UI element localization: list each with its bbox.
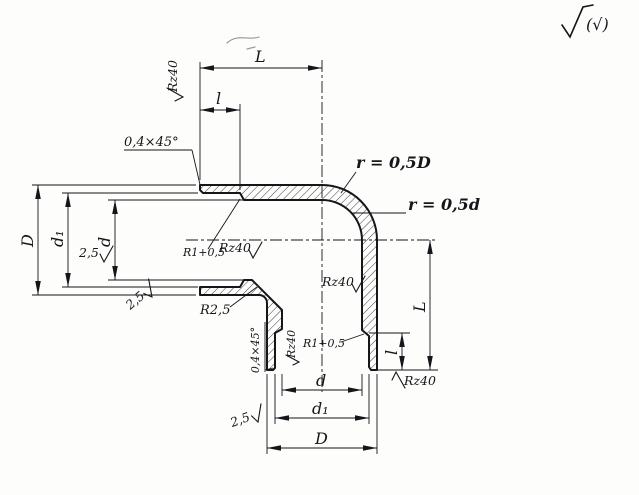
- dim-label-d1-left: d₁: [48, 230, 67, 247]
- roughness-value: 2,5: [78, 245, 99, 260]
- roughness-check-icon: [248, 241, 263, 260]
- socket-fillet-note-bottom: R1+0,5: [302, 337, 345, 350]
- general-roughness-mark: (√): [561, 4, 609, 39]
- roughness-value: 2,5: [122, 288, 148, 313]
- extension-lines: [32, 62, 438, 454]
- corner-fillet-note: R2,5: [199, 303, 230, 318]
- elbow-section: [199, 184, 378, 371]
- inner-radius-note: r = 0,5d: [408, 195, 480, 214]
- chamfer-note-top: 0,4×45°: [124, 135, 179, 150]
- corner-fillet-leader: [229, 286, 258, 308]
- roughness-mark-ra25-left: 2,5: [78, 245, 114, 264]
- inner-wall-section: [199, 279, 283, 371]
- roughness-check-icon: [250, 403, 262, 424]
- dim-label-d-left: d: [95, 237, 114, 247]
- roughness-value: Rz40: [285, 330, 298, 359]
- chamfer-note-bottom-leader: [264, 367, 274, 371]
- dim-label-l-right: l: [382, 350, 401, 355]
- roughness-marks: Rz40 Rz40 Rz40 Rz40 Rz40 2,5 2,5: [78, 60, 436, 430]
- roughness-check-icon: [351, 275, 366, 294]
- roughness-check-icon: [143, 278, 153, 298]
- roughness-check-icon: [166, 87, 185, 102]
- roughness-check-icon: [285, 354, 301, 366]
- roughness-check-icon: [99, 245, 114, 264]
- roughness-value: Rz40: [218, 240, 251, 255]
- outer-radius-note: r = 0,5D: [356, 153, 431, 172]
- socket-fillet-leader-left: [207, 198, 241, 250]
- dim-label-L-right: L: [410, 301, 429, 313]
- outer-wall-section: [199, 184, 378, 371]
- outer-radius-leader: [340, 171, 357, 194]
- roughness-value: Rz40: [165, 60, 180, 93]
- dimension-labels: L l D d₁ d L l d d₁ D: [18, 47, 429, 448]
- socket-fillet-leader-bottom: [340, 333, 365, 343]
- general-roughness-suffix: (√): [586, 15, 609, 34]
- chamfer-note-bottom: 0,4×45°: [249, 327, 262, 373]
- roughness-value: Rz40: [321, 274, 354, 289]
- centerlines: [186, 60, 438, 392]
- roughness-mark-rz40-bottom-face: Rz40: [391, 370, 436, 389]
- dim-label-d-bottom: d: [316, 371, 326, 390]
- dimension-lines: [35, 65, 433, 451]
- roughness-mark-ra25-outer-bottom: 2,5: [122, 278, 153, 313]
- socket-fillet-note-left: R1+0,5: [182, 246, 225, 259]
- dim-label-l-top: l: [216, 89, 221, 108]
- roughness-value: 2,5: [227, 409, 252, 430]
- annotations: 0,4×45° 0,4×45° r = 0,5D r = 0,5d R1+0,5…: [124, 135, 480, 373]
- scan-artifact: [226, 36, 260, 50]
- dim-label-D-bottom: D: [314, 429, 328, 448]
- roughness-check-icon: [391, 370, 406, 389]
- dim-label-D-left: D: [18, 234, 37, 248]
- roughness-mark-rz40-left-bore: Rz40: [218, 240, 263, 260]
- dim-label-d1-bottom: d₁: [312, 399, 329, 418]
- roughness-value: Rz40: [403, 373, 436, 388]
- roughness-mark-rz40-vertical-bore: Rz40: [321, 274, 366, 294]
- dim-label-L-top: L: [254, 47, 266, 66]
- roughness-check-icon: [561, 4, 594, 39]
- chamfer-note-top-leader: [191, 149, 202, 190]
- roughness-mark-rz40-top-left: Rz40: [165, 60, 185, 102]
- roughness-mark-rz40-bottom-socket: Rz40: [285, 330, 301, 366]
- roughness-mark-ra25-bottom: 2,5: [227, 403, 262, 430]
